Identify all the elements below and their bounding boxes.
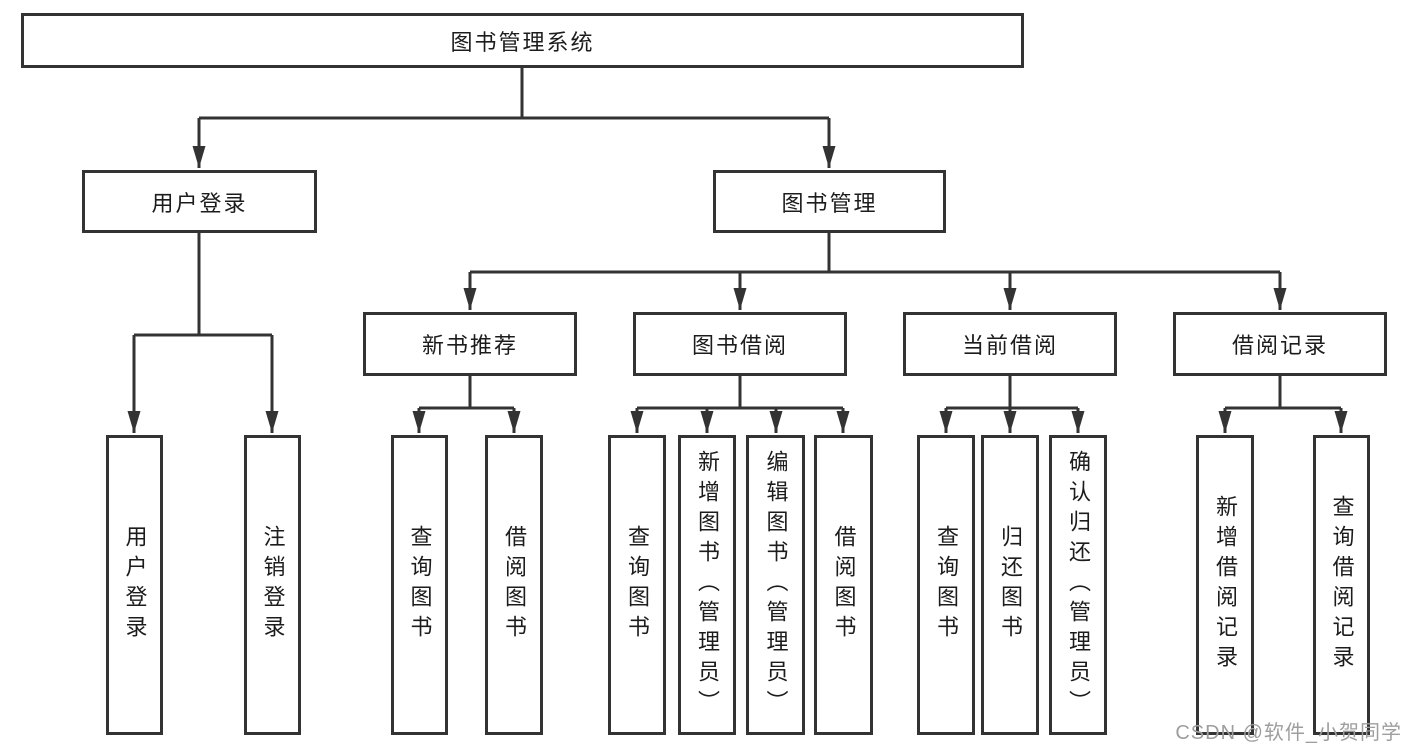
leaf-logout: 注销登录 <box>244 435 301 735</box>
leaf-user-login: 用户登录 <box>106 435 163 735</box>
node-label: 图书管理系统 <box>450 29 595 55</box>
leaf-query-books-3: 查询图书 <box>917 435 975 735</box>
leaf-return-books: 归还图书 <box>981 435 1039 735</box>
node-label: 新增图书（管理员） <box>695 450 720 720</box>
node-user-login: 用户登录 <box>82 170 317 233</box>
leaf-query-borrow-record: 查询借阅记录 <box>1313 435 1370 735</box>
node-label: 查询图书 <box>934 525 959 645</box>
leaf-edit-book-admin: 编辑图书（管理员） <box>746 435 805 735</box>
node-label: 新增借阅记录 <box>1213 495 1238 675</box>
node-label: 图书管理 <box>781 190 878 216</box>
node-label: 归还图书 <box>998 525 1023 645</box>
node-label: 用户登录 <box>151 190 248 216</box>
node-label: 查询图书 <box>407 525 433 645</box>
leaf-add-borrow-record: 新增借阅记录 <box>1196 435 1254 735</box>
node-borrow-records: 借阅记录 <box>1173 312 1387 376</box>
leaf-query-books-1: 查询图书 <box>391 435 448 735</box>
node-label: 查询借阅记录 <box>1329 495 1355 675</box>
node-label: 查询图书 <box>625 525 650 645</box>
leaf-confirm-return-admin: 确认归还（管理员） <box>1049 435 1107 735</box>
node-label: 借阅图书 <box>502 525 527 645</box>
leaf-query-books-2: 查询图书 <box>608 435 666 735</box>
csdn-watermark: CSDN @软件_小贺同学 <box>1175 722 1402 744</box>
leaf-add-book-admin: 新增图书（管理员） <box>678 435 736 735</box>
node-label: 新书推荐 <box>421 333 518 358</box>
node-book-borrow: 图书借阅 <box>633 312 847 376</box>
node-label: 图书借阅 <box>691 333 788 358</box>
node-label: 确认归还（管理员） <box>1066 450 1091 720</box>
node-book-management: 图书管理 <box>713 170 946 233</box>
node-label: 注销登录 <box>260 525 286 645</box>
node-label: 用户登录 <box>122 525 148 645</box>
node-new-book-recommend: 新书推荐 <box>363 312 577 376</box>
leaf-borrow-books-2: 借阅图书 <box>814 435 873 735</box>
node-library-management-system: 图书管理系统 <box>21 13 1024 68</box>
node-label: 编辑图书（管理员） <box>763 450 789 720</box>
node-current-borrow: 当前借阅 <box>903 312 1117 376</box>
node-label: 当前借阅 <box>961 333 1058 358</box>
node-label: 借阅图书 <box>831 525 857 645</box>
node-label: 借阅记录 <box>1231 333 1328 358</box>
leaf-borrow-books-1: 借阅图书 <box>485 435 543 735</box>
